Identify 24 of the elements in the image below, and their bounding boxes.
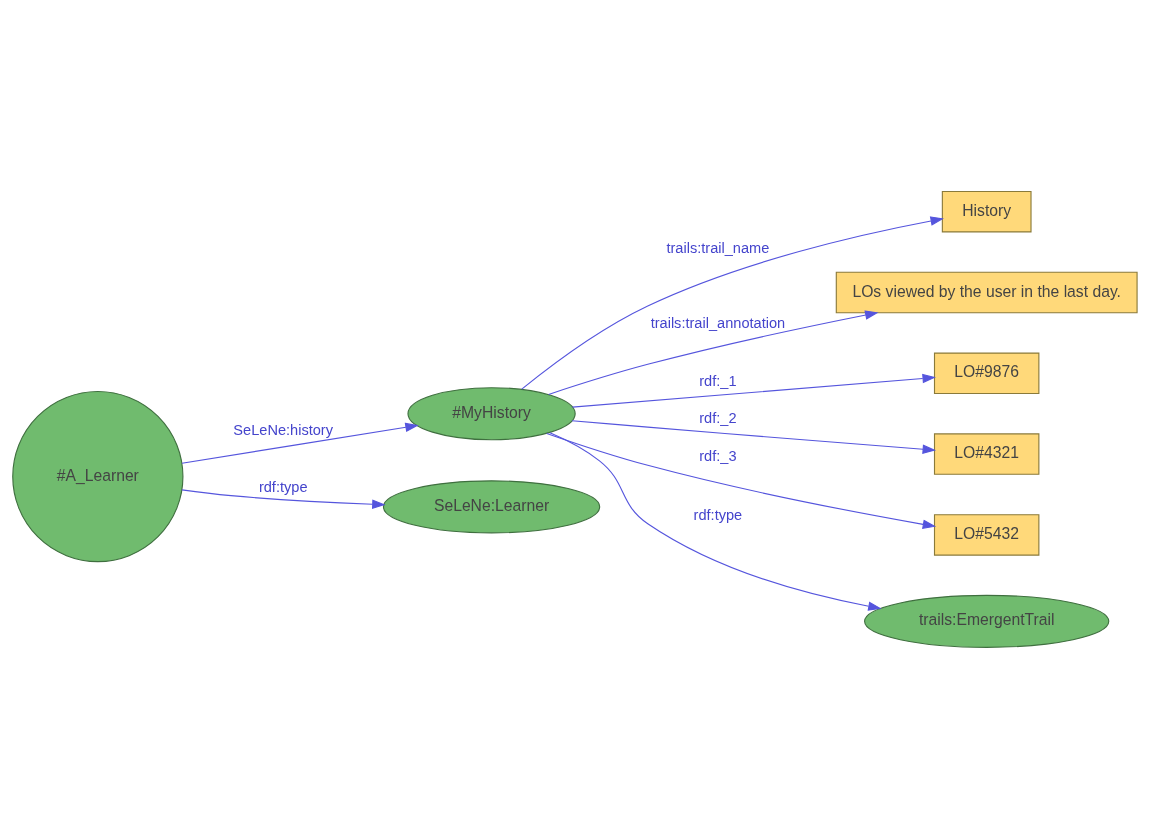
arrow xyxy=(549,432,882,611)
edge-label: trails:trail_annotation xyxy=(650,314,786,331)
edge-label: rdf:_3 xyxy=(699,448,737,465)
edge-label: rdf:type xyxy=(258,478,308,495)
node-box: LO#9876 xyxy=(933,352,1040,395)
node-box: LOs viewed by the user in the last day. xyxy=(835,271,1138,314)
arrow xyxy=(571,373,936,408)
node-box: History xyxy=(941,190,1032,233)
arrow xyxy=(548,310,879,395)
edge-label: rdf:_1 xyxy=(699,373,737,390)
arrow xyxy=(181,422,419,464)
arrow xyxy=(181,489,386,509)
arrow xyxy=(571,420,937,454)
node-ellipse: #MyHistory xyxy=(407,387,576,441)
arrow xyxy=(521,216,944,390)
edge-label: SeLeNe:history xyxy=(233,422,334,439)
edge-label: rdf:_2 xyxy=(699,410,737,427)
node-circle: #A_Learner xyxy=(12,390,184,563)
node-box: LO#4321 xyxy=(933,433,1040,475)
edge-label: trails:trail_name xyxy=(666,239,770,256)
node-box: LO#5432 xyxy=(933,514,1040,556)
edge-label: rdf:type xyxy=(693,506,743,523)
arrow xyxy=(546,432,937,529)
node-ellipse: SeLeNe:Learner xyxy=(382,480,601,534)
